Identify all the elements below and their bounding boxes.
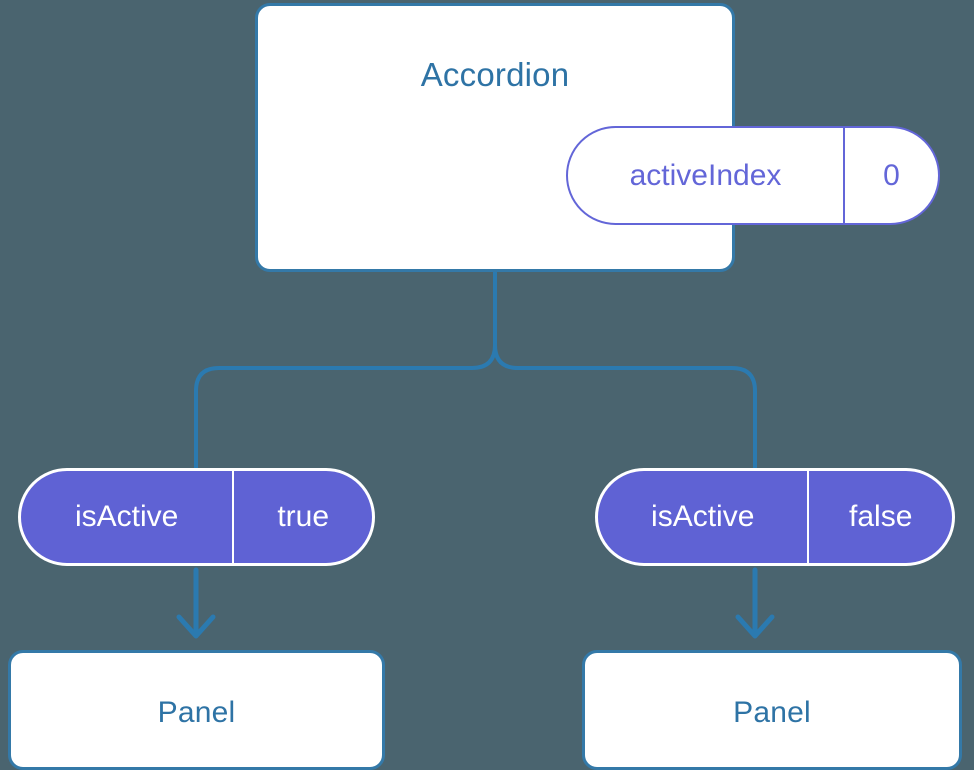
panel-component-card-left[interactable]: Panel [8,650,385,770]
state-key-is-active-left: isActive [75,500,179,533]
state-value-is-active-right: false [807,471,952,563]
panel-title-left: Panel [157,696,236,729]
arrow-down-icon-left [176,567,216,639]
accordion-title: Accordion [420,56,570,93]
connector-branch-left [194,343,497,470]
state-value-active-index: 0 [843,128,938,223]
arrow-down-icon-right [735,567,775,639]
state-pill-active-index[interactable]: activeIndex 0 [566,126,940,225]
connector-trunk-split [493,270,757,470]
accordion-component-card[interactable]: Accordion activeIndex 0 [255,3,940,272]
state-pill-is-active-true[interactable]: isActive true [18,468,375,566]
panel-component-card-right[interactable]: Panel [582,650,962,770]
state-value-is-active-left: true [232,471,372,563]
state-key-active-index: activeIndex [629,158,782,192]
panel-title-right: Panel [733,696,811,729]
state-pill-is-active-false[interactable]: isActive false [595,468,955,566]
state-key-is-active-right: isActive [651,500,755,533]
